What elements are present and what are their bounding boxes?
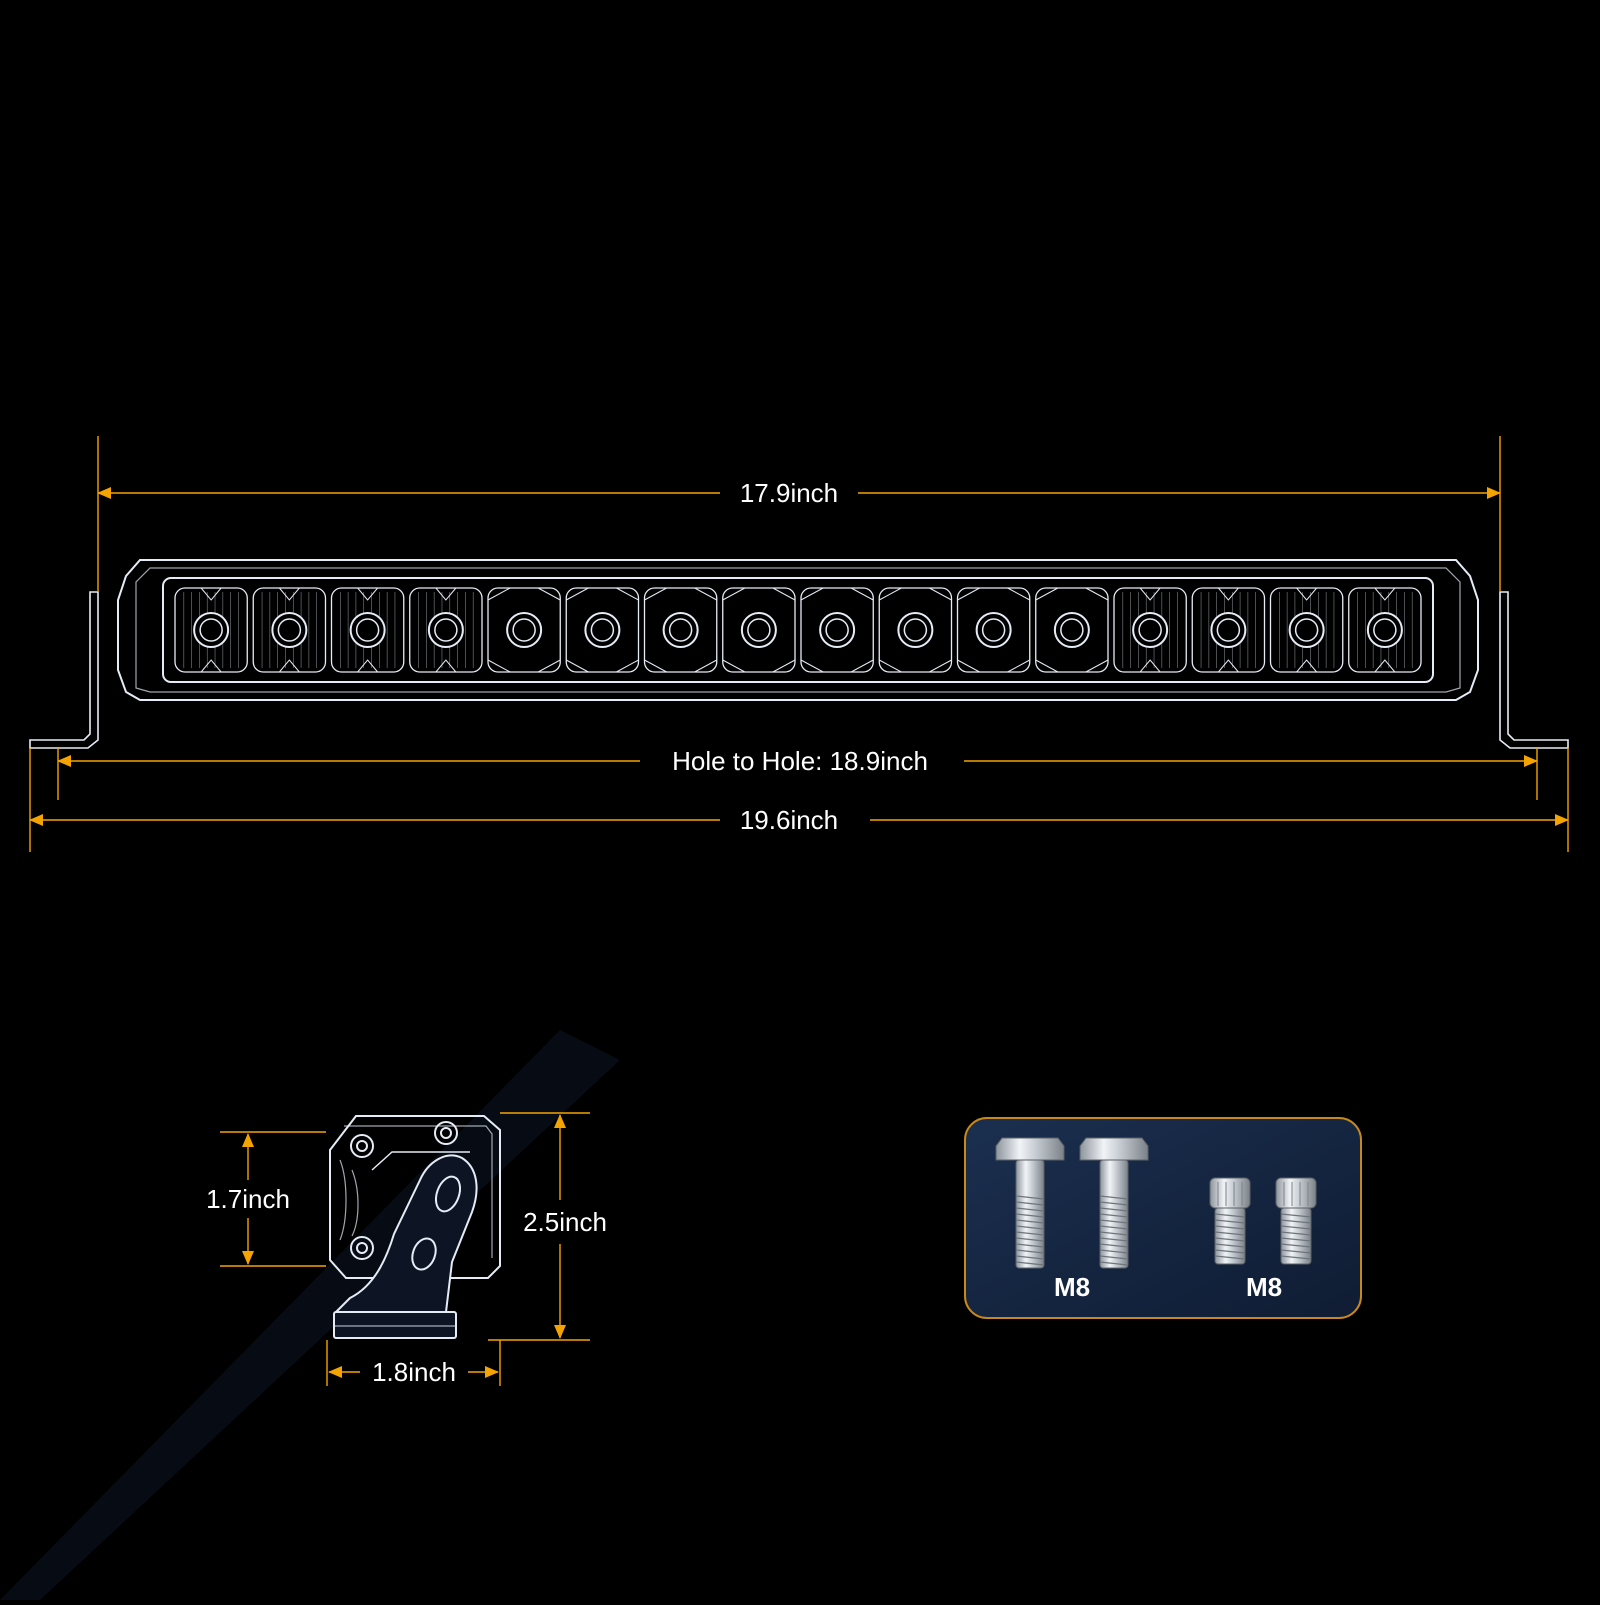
led-module-15 (1269, 587, 1344, 673)
housing-screw-2 (434, 1121, 458, 1145)
led-module-9 (800, 587, 874, 673)
led-module-14 (1191, 587, 1266, 673)
hardware-bolts (995, 1137, 1317, 1269)
hole-to-hole-label: Hole to Hole: 18.9inch (672, 746, 928, 776)
led-module-10 (878, 587, 953, 673)
light-bar-front-view (29, 559, 1569, 749)
socket-cap-screw-2 (1275, 1177, 1317, 1265)
hex-bolt-2 (1079, 1137, 1149, 1269)
bracket-height-label: 1.7inch (206, 1184, 290, 1214)
led-module-13 (1113, 587, 1187, 673)
led-modules (174, 587, 1422, 673)
light-bar-housing (117, 559, 1479, 701)
housing-screw-3 (350, 1236, 374, 1260)
light-bar-housing-inner-edge (135, 567, 1461, 693)
right-bracket (1499, 591, 1569, 749)
hardware-panel-background (964, 1117, 1362, 1319)
dimension-labels-front: 17.9inch Hole to Hole: 18.9inch 19.6inch (672, 478, 928, 835)
bar-width-label: 17.9inch (740, 478, 838, 508)
led-module-2 (252, 587, 327, 673)
led-module-12 (1035, 587, 1109, 673)
dimension-labels-side: 1.7inch 2.5inch 1.8inch (206, 1184, 607, 1387)
left-bracket (29, 591, 99, 749)
bracket-base-plate (333, 1311, 457, 1339)
led-module-3 (330, 587, 405, 673)
hex-bolt-size-label: M8 (1054, 1272, 1090, 1302)
led-module-11 (956, 587, 1031, 673)
dimension-lines-side (220, 1112, 590, 1386)
hardware-panel: M8 M8 (964, 1117, 1362, 1319)
led-module-4 (409, 587, 483, 673)
led-module-5 (487, 587, 561, 673)
bracket-slot-upper (434, 1175, 462, 1213)
background-streak (0, 1030, 620, 1600)
side-housing (329, 1115, 501, 1279)
housing-screw-1 (350, 1134, 374, 1158)
overall-width-label: 19.6inch (740, 805, 838, 835)
bracket-depth-label: 1.8inch (372, 1357, 456, 1387)
socket-screw-size-label: M8 (1246, 1272, 1282, 1302)
bracket-arm (333, 1154, 478, 1313)
led-module-6 (565, 587, 640, 673)
total-height-label: 2.5inch (523, 1207, 607, 1237)
bracket-side-view (329, 1115, 501, 1339)
hex-bolt-1 (995, 1137, 1065, 1269)
light-bar-lens-window (162, 577, 1434, 683)
bracket-slot-lower (411, 1237, 437, 1271)
led-module-7 (643, 587, 718, 673)
led-module-1 (174, 587, 248, 673)
socket-cap-screw-1 (1209, 1177, 1251, 1265)
led-module-8 (722, 587, 796, 673)
dimension-lines-front (29, 436, 1569, 852)
led-module-16 (1348, 587, 1422, 673)
